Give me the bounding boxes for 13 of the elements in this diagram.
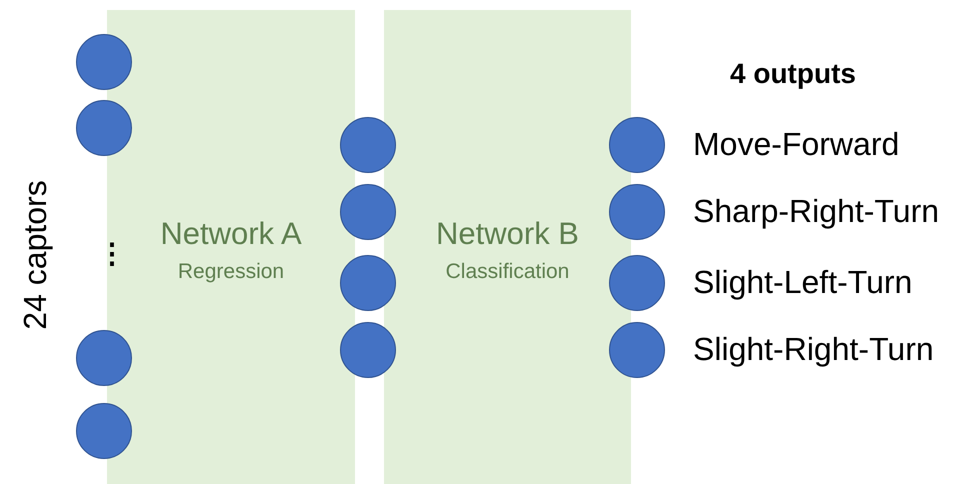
heading: 4 outputs	[730, 60, 856, 88]
output-label: Sharp-Right-Turn	[693, 195, 940, 227]
axis-label: 24 captors	[19, 180, 51, 330]
output-label: Move-Forward	[693, 128, 900, 160]
network-panel	[384, 10, 631, 484]
network-title: Network A	[159, 216, 303, 252]
output-label: Slight-Left-Turn	[693, 266, 912, 298]
ellipsis: ⋮	[98, 240, 126, 268]
network-title: Network B	[435, 216, 580, 252]
network-subtitle: Classification	[444, 260, 570, 284]
output-label: Slight-Right-Turn	[693, 333, 934, 365]
network-panel	[107, 10, 355, 484]
network-subtitle: Regression	[176, 260, 286, 284]
